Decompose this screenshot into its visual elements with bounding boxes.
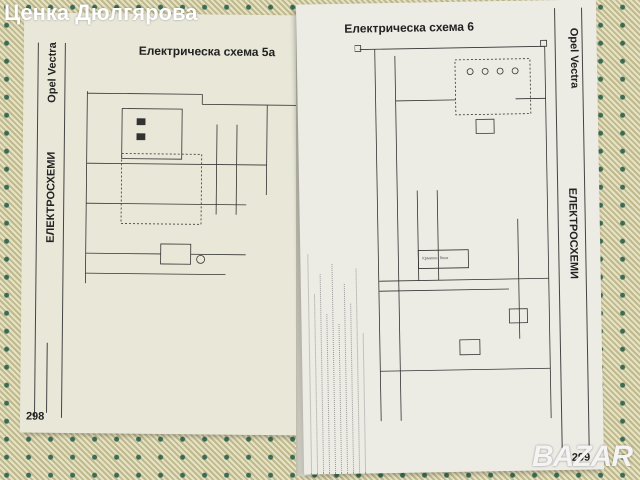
left-book-page: ЕЛЕКТРОСХЕМИ Opel Vectra Електрическа сх… xyxy=(19,12,313,436)
diagram-title: Електрическа схема 5а xyxy=(138,43,276,60)
brand-tab-label: Opel Vectra xyxy=(567,27,581,89)
section-tab-label: ЕЛЕКТРОСХЕМИ xyxy=(566,187,580,280)
bazar-logo-watermark: BAZAR xyxy=(532,440,633,473)
brand-tab-label: Opel Vectra xyxy=(46,42,59,103)
section-tab-label: ЕЛЕКТРОСХЕМИ xyxy=(44,151,58,243)
right-book-page: Електрическа схема 6 xyxy=(295,0,605,475)
diagram-title: Електрическа схема 6 xyxy=(344,19,475,36)
seller-name-watermark: Ценка Дюлгярова xyxy=(4,0,198,25)
page-number: 298 xyxy=(25,410,45,423)
page-number-tab xyxy=(20,342,48,413)
control-unit-label: Крмилен блок xyxy=(422,255,449,261)
wiring-diagram-6 xyxy=(354,39,552,422)
component-legend xyxy=(302,254,367,475)
wiring-diagram-5a xyxy=(84,91,308,284)
